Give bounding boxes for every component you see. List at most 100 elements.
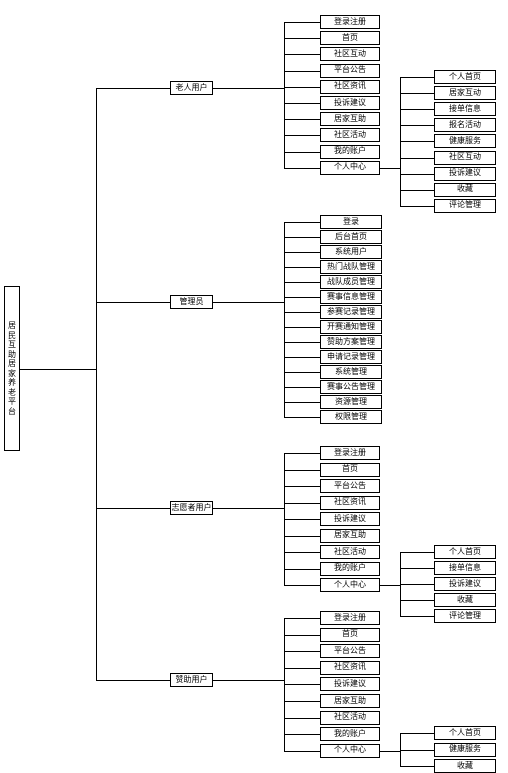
connector-line [213,680,284,681]
module-node: 首页 [320,31,380,46]
connector-line [400,157,434,159]
module-node: 社区活动 [320,710,380,725]
submodule-node: 收藏 [434,182,496,197]
connector-line [284,402,320,403]
submodule-node: 评论管理 [434,609,496,623]
connector-line [400,189,434,191]
submodule-node: 收藏 [434,759,496,773]
module-node: 平台公告 [320,479,380,493]
connector-line [400,552,434,553]
submodule-node: 居家互动 [434,86,496,101]
role-node: 志愿者用户 [170,501,213,515]
submodule-node: 投诉建议 [434,166,496,181]
connector-line [284,237,320,238]
connector-line [284,750,320,752]
connector-line [284,38,320,40]
connector-line [213,508,284,509]
module-node: 个人中心 [320,578,380,592]
connector-line [400,173,434,175]
module-node: 资源管理 [320,395,382,409]
connector-line [380,167,400,169]
module-node: 开赛通知管理 [320,320,382,334]
connector-line [96,508,170,509]
connector-line [284,86,320,88]
connector-line [380,585,400,586]
connector-line [400,568,434,569]
connector-line [284,535,320,537]
module-node: 平台公告 [320,644,380,659]
submodule-node: 报名活动 [434,118,496,133]
module-node: 居家互助 [320,112,380,127]
connector-line [284,222,320,223]
submodule-node: 接单信息 [434,561,496,575]
connector-line [284,552,320,553]
submodule-node: 投诉建议 [434,577,496,591]
connector-line [284,222,285,418]
connector-line [213,88,284,89]
module-node: 权限管理 [320,410,382,424]
submodule-node: 社区互动 [434,150,496,165]
connector-line [213,302,284,303]
connector-line [284,252,320,253]
connector-line [20,369,97,370]
connector-line [284,568,320,570]
module-node: 我的账户 [320,144,380,159]
submodule-node: 健康服务 [434,742,496,757]
role-node: 老人用户 [170,81,213,95]
root-node: 居民互助居家养老平台 [4,286,20,451]
module-node: 平台公告 [320,63,380,78]
connector-line [284,372,320,373]
connector-line [400,616,434,617]
connector-line [96,88,97,681]
module-node: 居家互助 [320,694,380,708]
module-node: 我的账户 [320,727,380,742]
connector-line [400,733,434,734]
connector-line [400,766,434,768]
submodule-node: 健康服务 [434,134,496,149]
module-node: 首页 [320,627,380,642]
module-node: 社区活动 [320,545,380,559]
connector-line [284,618,320,619]
connector-line [284,342,320,343]
module-node: 热门战队管理 [320,260,382,274]
connector-line [284,634,320,636]
connector-line [400,125,434,127]
module-node: 社区资讯 [320,495,380,510]
module-node: 赛事公告管理 [320,380,382,394]
connector-line [284,651,320,653]
connector-line [284,267,320,268]
module-node: 参赛记录管理 [320,305,382,319]
submodule-node: 接单信息 [434,102,496,117]
connector-line [284,282,320,283]
connector-line [284,103,320,104]
submodule-node: 收藏 [434,593,496,607]
connector-line [284,387,320,388]
submodule-node: 个人首页 [434,726,496,740]
module-node: 后台首页 [320,230,382,244]
module-node: 登录 [320,215,382,229]
module-node: 登录注册 [320,15,380,29]
module-node: 投诉建议 [320,677,380,692]
connector-line [400,584,434,585]
module-node: 申请记录管理 [320,350,382,364]
connector-line [96,88,170,89]
module-node: 系统用户 [320,245,382,259]
connector-line [284,667,320,669]
module-node: 我的账户 [320,561,380,576]
connector-line [284,734,320,736]
module-node: 系统管理 [320,365,382,379]
connector-line [400,77,434,78]
connector-line [400,141,434,143]
connector-line [96,302,170,303]
module-node: 赞助方案管理 [320,335,382,349]
connector-line [284,151,320,153]
module-node: 个人中心 [320,160,380,175]
connector-line [284,167,320,169]
connector-line [284,135,320,137]
module-node: 社区互动 [320,47,380,62]
connector-line [284,469,320,471]
module-node: 社区资讯 [320,660,380,675]
connector-line [284,22,320,23]
module-node: 投诉建议 [320,512,380,526]
